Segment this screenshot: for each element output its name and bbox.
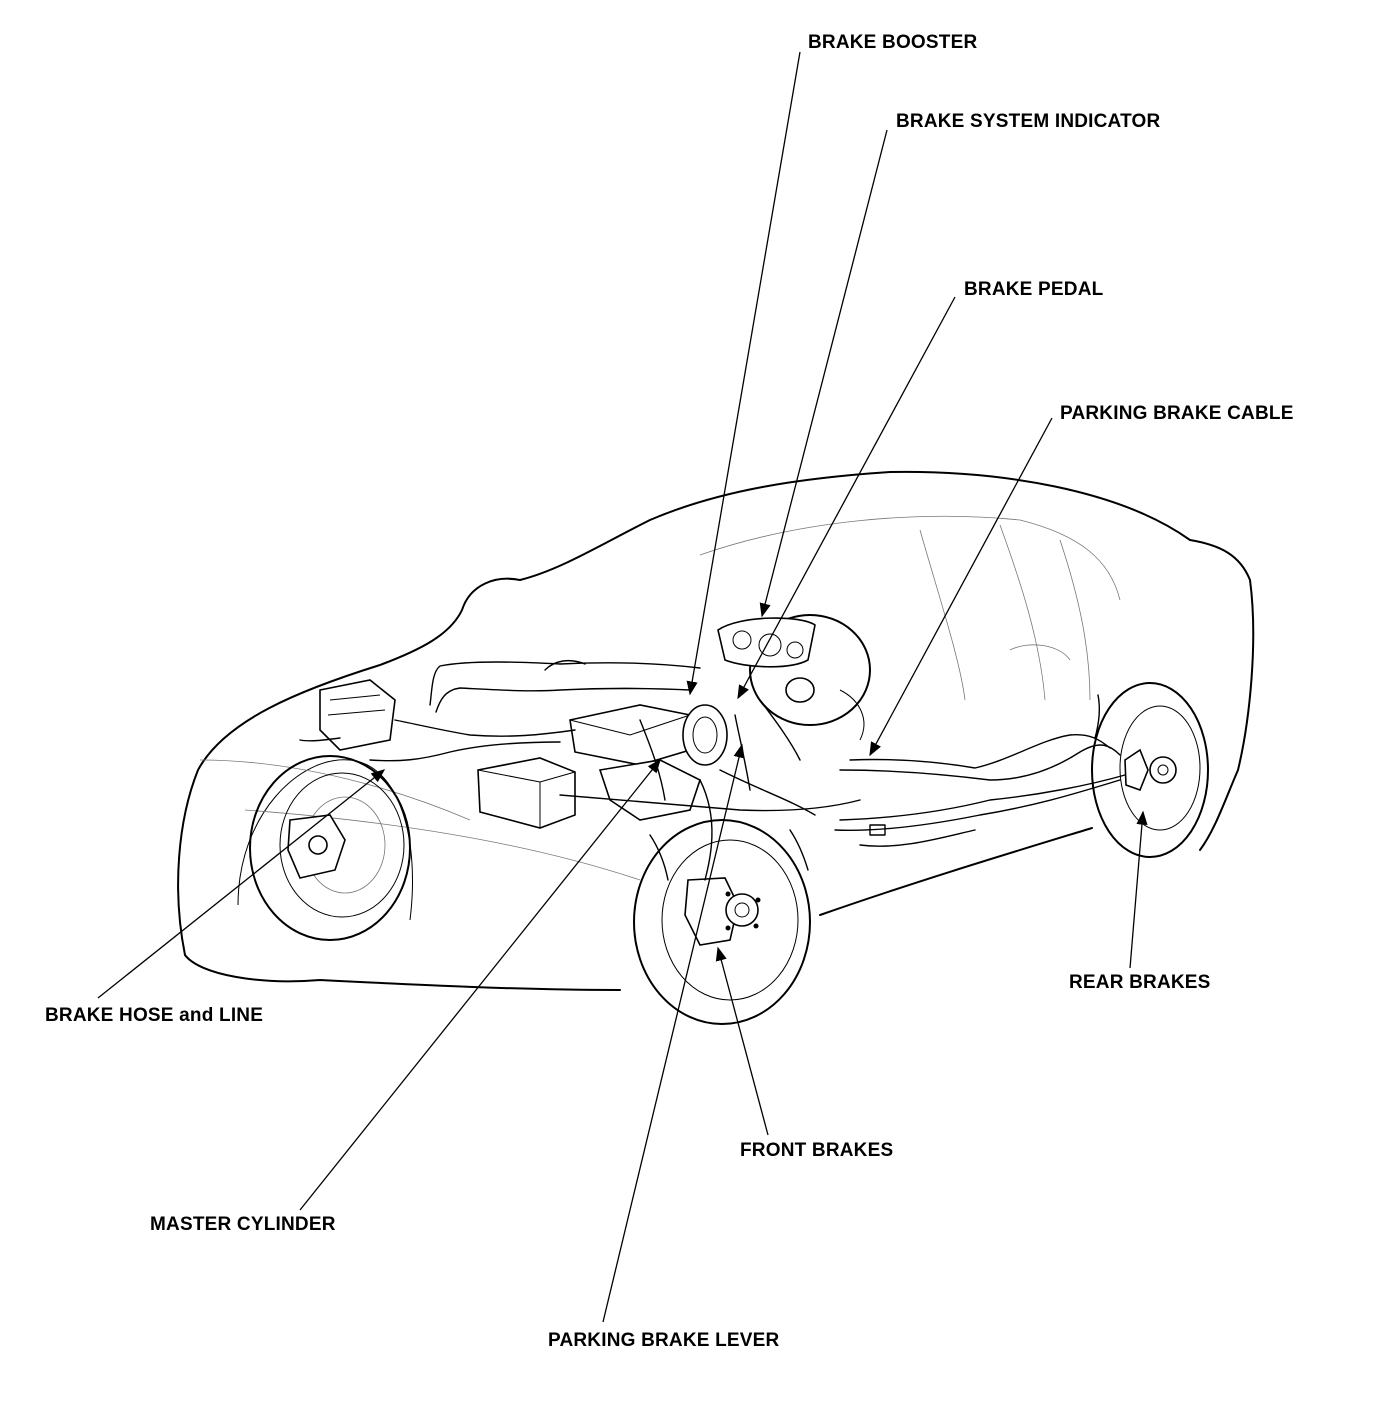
brake-lines: [299, 659, 1126, 881]
label-parking-brake-lever: PARKING BRAKE LEVER: [548, 1330, 780, 1351]
label-brake-booster: BRAKE BOOSTER: [808, 32, 978, 53]
battery: [477, 757, 576, 829]
instrument-cluster: [717, 614, 871, 741]
leader-rear-brakes: [1129, 810, 1148, 969]
leader-parking-brake-cable: [869, 417, 1053, 757]
label-parking-brake-cable: PARKING BRAKE CABLE: [1060, 403, 1294, 424]
leader-lines: [97, 51, 1148, 1323]
front-left-wheel: [249, 755, 411, 941]
label-brake-pedal: BRAKE PEDAL: [964, 279, 1104, 300]
leader-brake-system-indicator: [759, 129, 888, 618]
label-rear-brakes: REAR BRAKES: [1069, 972, 1211, 993]
label-master-cylinder: MASTER CYLINDER: [150, 1214, 336, 1235]
front-right-wheel: [633, 819, 811, 1025]
label-brake-system-indicator: BRAKE SYSTEM INDICATOR: [896, 111, 1161, 132]
leader-brake-pedal: [737, 296, 956, 700]
leader-brake-booster: [686, 51, 801, 696]
leader-brake-hose-and-line: [97, 769, 386, 999]
leader-parking-brake-lever: [602, 743, 745, 1323]
rear-right-wheel: [1091, 682, 1209, 858]
leader-front-brakes: [715, 946, 769, 1136]
label-front-brakes: FRONT BRAKES: [740, 1140, 894, 1161]
label-brake-hose-and-line: BRAKE HOSE and LINE: [45, 1005, 264, 1026]
leader-master-cylinder: [299, 758, 661, 1211]
car-body: [177, 470, 1255, 991]
